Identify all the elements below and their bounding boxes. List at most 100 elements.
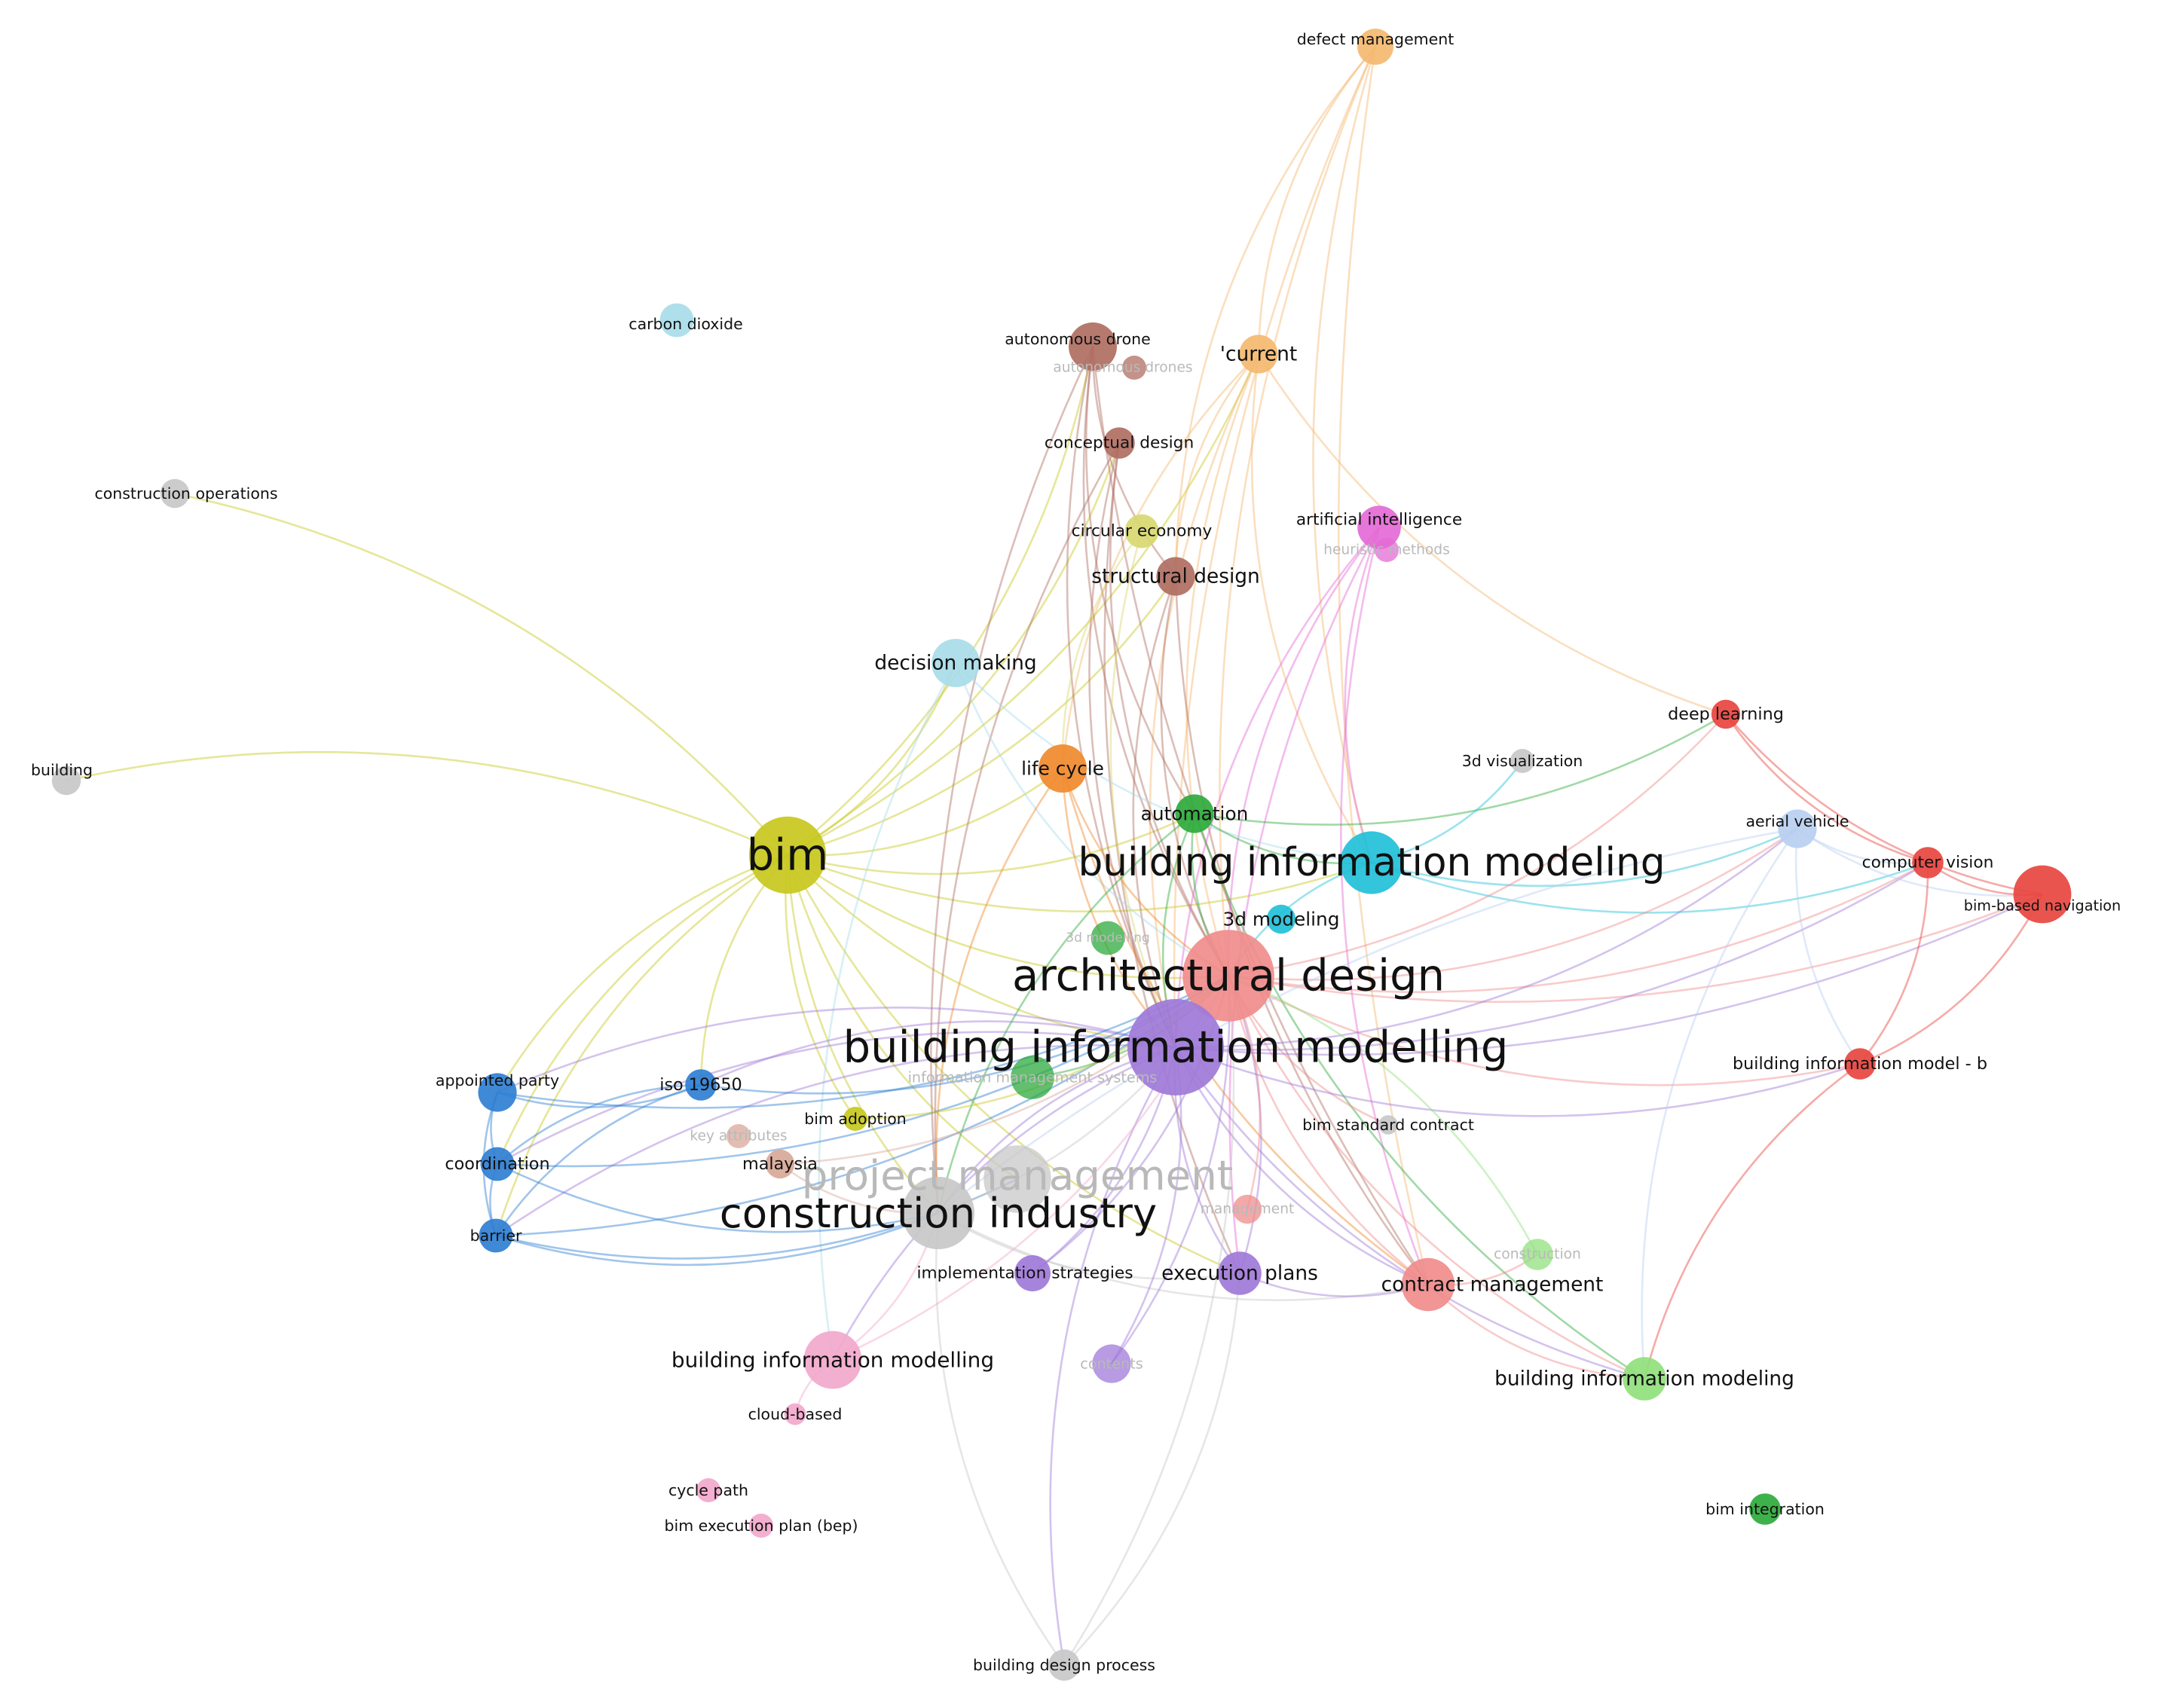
node-circular-economy[interactable] (1124, 514, 1159, 548)
node-bim-based-navigation[interactable] (2013, 865, 2072, 924)
label-contract-management: contract management (1381, 1273, 1604, 1297)
label-defect-management: defect management (1297, 30, 1455, 48)
node-management[interactable] (1232, 1194, 1262, 1224)
link-coordination-architectural_design (497, 974, 1229, 1168)
link-current-architectural_design (1185, 353, 1260, 976)
node-cloud-based[interactable] (784, 1403, 806, 1425)
label-conceptual-design: conceptual design (1045, 434, 1194, 453)
node-project-management[interactable] (983, 1145, 1051, 1213)
label-bim-modelling-pink: building information modelling (671, 1348, 994, 1373)
link-contents-architectural_design (1110, 975, 1231, 1364)
link-bim-current (787, 353, 1260, 857)
node-iso-19650[interactable] (685, 1069, 717, 1101)
node-bim-adoption[interactable] (843, 1107, 867, 1131)
node-contents[interactable] (1092, 1344, 1131, 1383)
node-carbon-dioxide[interactable] (659, 303, 694, 338)
node-automation[interactable] (1175, 794, 1214, 833)
link-decision_making-architectural_design (954, 662, 1229, 977)
label-life-cycle: life cycle (1021, 758, 1104, 780)
node-autonomous-drone[interactable] (1069, 322, 1117, 371)
node-information-management-systems[interactable] (1011, 1056, 1054, 1099)
link-bim_modeling_cyan-computer_vision (1371, 861, 1929, 914)
node-contract-management[interactable] (1401, 1257, 1455, 1312)
link-coordination-construction_industry (497, 1163, 939, 1233)
label-deep-learning: deep learning (1668, 704, 1784, 724)
link-construction_industry-building_design_process (935, 1212, 1066, 1666)
label-artificial-intelligence: artificial intelligence (1296, 511, 1462, 530)
label-autonomous-drones: autonomous drones (1053, 360, 1192, 376)
node-bim-model-b[interactable] (1844, 1048, 1876, 1080)
label-3d-visualization: 3d visualization (1462, 752, 1583, 770)
link-aerial_vehicle-construction_industry (938, 827, 1798, 1215)
label-bim-adoption: bim adoption (804, 1110, 907, 1128)
node-bim-modeling-cyan[interactable] (1340, 831, 1403, 894)
label-automation: automation (1141, 803, 1249, 825)
node-bim-integration[interactable] (1749, 1493, 1781, 1525)
node-current[interactable] (1239, 335, 1278, 374)
node-autonomous-drones[interactable] (1122, 356, 1146, 380)
node-execution-plans[interactable] (1218, 1251, 1262, 1295)
label-architectural-design: architectural design (1012, 951, 1445, 1001)
label-barrier: barrier (470, 1227, 522, 1245)
label-3d-modeling: 3d modeling (1223, 909, 1340, 930)
node-defect-management[interactable] (1357, 29, 1393, 65)
link-building_design_process-architectural_design (1063, 975, 1235, 1666)
node-decision-making[interactable] (931, 639, 980, 687)
label-iso-19650: iso 19650 (659, 1075, 742, 1095)
link-conceptual_design-construction_industry (934, 442, 1121, 1214)
node-aerial-vehicle[interactable] (1778, 809, 1817, 848)
node-implementation-strategies[interactable] (1014, 1255, 1051, 1291)
node-life-cycle[interactable] (1039, 744, 1087, 793)
link-bim-bim_modeling_cyan (787, 854, 1372, 913)
node-3d-modelling[interactable] (1091, 921, 1125, 955)
link-circular_economy-life_cycle (1061, 530, 1143, 769)
link-aerial_vehicle-bim_model_b (1794, 828, 1861, 1065)
link-deep_learning-computer_vision (1724, 713, 1929, 864)
node-construction-operations[interactable] (160, 478, 190, 509)
node-building[interactable] (51, 765, 81, 796)
node-architectural-design[interactable] (1182, 930, 1274, 1022)
node-barrier[interactable] (479, 1218, 513, 1253)
node-bim-modelling-pink[interactable] (803, 1331, 862, 1389)
node-appointed-party[interactable] (478, 1073, 517, 1112)
link-bim_modelling_main-barrier (495, 1043, 1176, 1237)
node-bim[interactable] (748, 816, 827, 894)
label-cycle-path: cycle path (668, 1481, 748, 1499)
node-coordination[interactable] (480, 1147, 515, 1181)
link-barrier-construction_industry (495, 1211, 939, 1266)
node-conceptual-design[interactable] (1103, 427, 1135, 459)
node-bim-standard-contract[interactable] (1378, 1115, 1398, 1135)
node-bim-modelling-main[interactable] (1127, 999, 1224, 1095)
link-architectural_design-contract_management (1227, 975, 1429, 1286)
link-architectural_design-computer_vision (1228, 861, 1929, 994)
link-life_cycle-construction_industry (935, 768, 1064, 1214)
node-3d-modeling[interactable] (1266, 904, 1296, 934)
node-construction[interactable] (1522, 1239, 1553, 1270)
link-bim_model_b-bim_modeling_lightgreen (1643, 1062, 1861, 1380)
node-3d-visualization[interactable] (1510, 749, 1534, 773)
node-building-design-process[interactable] (1048, 1649, 1080, 1681)
link-bim-construction_operations (174, 492, 788, 856)
link-layer (66, 46, 2044, 1666)
node-artificial-intelligence[interactable] (1357, 506, 1401, 549)
link-current-bim_modelling_main (1149, 353, 1260, 1048)
node-deep-learning[interactable] (1711, 699, 1741, 729)
link-autonomous_drone-construction_industry (930, 346, 1094, 1214)
node-bim-modeling-lightgreen[interactable] (1623, 1357, 1666, 1401)
node-bim-execution-plan[interactable] (749, 1514, 773, 1538)
label-circular-economy: circular economy (1072, 522, 1213, 541)
node-computer-vision[interactable] (1912, 847, 1944, 878)
node-heuristic-methods[interactable] (1375, 538, 1399, 562)
node-malaysia[interactable] (765, 1149, 795, 1179)
node-cycle-path[interactable] (696, 1478, 720, 1502)
link-aerial_vehicle-bim_based_navigation (1797, 827, 2043, 897)
node-structural-design[interactable] (1156, 557, 1195, 596)
label-contents: contents (1080, 1355, 1143, 1373)
link-iso_19650-barrier (494, 1083, 702, 1236)
label-execution-plans: execution plans (1161, 1262, 1318, 1285)
label-carbon-dioxide: carbon dioxide (629, 315, 742, 333)
node-construction-industry[interactable] (902, 1177, 974, 1249)
node-key-attributes[interactable] (727, 1124, 751, 1148)
link-architectural_design-bim_modeling_lightgreen (1227, 975, 1645, 1380)
